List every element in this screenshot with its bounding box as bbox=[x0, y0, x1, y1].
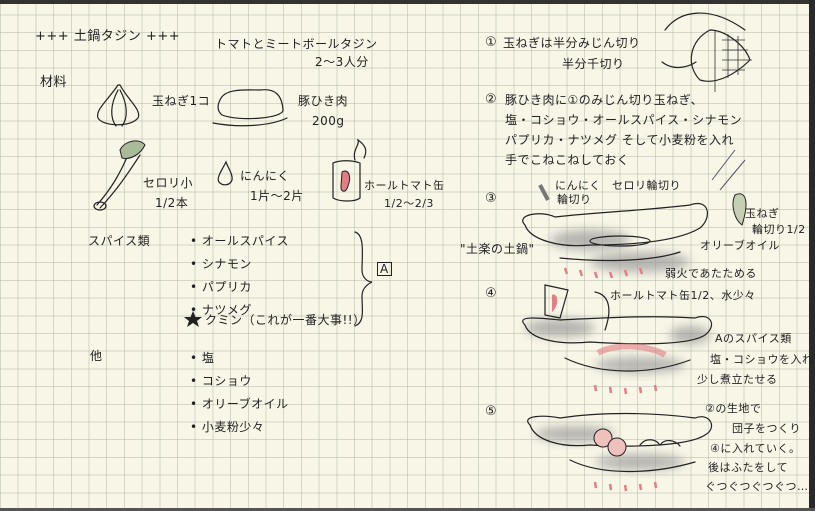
spice-label: パプリカ bbox=[201, 280, 252, 294]
clay-pot-step5 bbox=[527, 412, 713, 492]
tomato-can-sketch bbox=[332, 138, 367, 202]
ground-pork-sketch bbox=[212, 89, 288, 127]
step5-line: ぐつぐつぐつぐつ…… bbox=[705, 480, 815, 493]
ingredient-garlic: にんにく bbox=[240, 169, 290, 183]
celery-sketch bbox=[93, 140, 146, 211]
other-item: • オリーブオイル bbox=[190, 397, 289, 411]
ingredient-tomato-amount: 1/2〜2/3 bbox=[384, 197, 434, 210]
spice-item-cumin: クミン（これが一番大事!!） bbox=[205, 313, 366, 327]
ingredient-tomato: ホールトマト缶 bbox=[364, 179, 445, 192]
page-bottom-edge bbox=[0, 508, 815, 511]
step2-line: 塩・コショウ・オールスパイス・シナモン bbox=[505, 113, 743, 127]
other-label: オリーブオイル bbox=[201, 397, 289, 411]
spice-item: • ナツメグ bbox=[190, 303, 252, 317]
step3-onion: 玉ねぎ bbox=[745, 207, 780, 220]
spice-group-label: A bbox=[377, 262, 392, 276]
step5-number: ⑤ bbox=[485, 404, 498, 419]
other-label: コショウ bbox=[201, 374, 252, 388]
other-item: • 小麦粉少々 bbox=[190, 420, 265, 434]
clay-pot-step4 bbox=[522, 284, 713, 395]
page-top-edge bbox=[0, 0, 815, 4]
onion-sketch bbox=[96, 84, 140, 127]
servings: 2〜3人分 bbox=[315, 55, 369, 69]
step3-heat: 弱火であたためる bbox=[665, 267, 757, 280]
step4-tomato: ホールトマト缶1/2、水少々 bbox=[610, 289, 756, 302]
step4-number: ④ bbox=[485, 286, 498, 301]
ingredient-celery: セロリ小 bbox=[143, 176, 194, 190]
step4-line: 少し煮立たせる bbox=[697, 373, 778, 386]
spice-label: オールスパイス bbox=[201, 234, 290, 248]
ingredients-heading: 材料 bbox=[40, 75, 68, 90]
page-title: +++ 土鍋タジン +++ bbox=[35, 29, 181, 44]
clay-pot-step3 bbox=[522, 149, 747, 279]
step5-line: ④に入れていく。 bbox=[710, 442, 801, 455]
step4-line: 塩・コショウを入れ bbox=[710, 353, 814, 366]
ingredient-pork-amount: 200g bbox=[312, 114, 345, 128]
step1-number: ① bbox=[485, 35, 498, 50]
ingredient-onion: 玉ねぎ1コ bbox=[152, 94, 211, 108]
step2-line: 豚ひき肉に①のみじん切り玉ねぎ、 bbox=[505, 93, 704, 107]
step3-oil: オリーブオイル bbox=[700, 239, 780, 252]
garlic-sketch bbox=[217, 160, 233, 186]
step1-line1: 玉ねぎは半分みじん切り bbox=[503, 36, 641, 50]
spice-item: • パプリカ bbox=[190, 280, 252, 294]
spice-label: ナツメグ bbox=[201, 303, 252, 317]
spice-brace bbox=[354, 231, 373, 327]
other-label: 小麦粉少々 bbox=[201, 420, 265, 434]
spice-label: シナモン bbox=[201, 257, 252, 271]
other-label: 塩 bbox=[201, 351, 215, 365]
step4-line: Aのスパイス類 bbox=[715, 332, 792, 345]
ingredient-celery-amount: 1/2本 bbox=[155, 196, 189, 210]
step1-line2: 半分千切り bbox=[562, 57, 625, 71]
step3-celery: セロリ輪切り bbox=[612, 179, 681, 192]
other-item: • コショウ bbox=[190, 374, 252, 388]
spice-item: • シナモン bbox=[190, 257, 252, 271]
step3-onion-cut: 輪切り1/2 bbox=[752, 223, 806, 236]
spices-heading: スパイス類 bbox=[88, 234, 151, 248]
step5-line: 後はふたをして bbox=[708, 461, 789, 474]
others-heading: 他 bbox=[90, 349, 103, 363]
recipe-name: トマトとミートボールタジン bbox=[215, 37, 378, 51]
star-icon bbox=[184, 311, 202, 327]
step3-garlic-cut: 輪切り bbox=[557, 193, 592, 206]
notebook-binding-edge bbox=[809, 0, 815, 511]
onion-cut-diagram bbox=[661, 12, 752, 92]
other-item: • 塩 bbox=[190, 351, 215, 365]
step2-line: 手でこねこねしておく bbox=[505, 153, 630, 167]
step3-number: ③ bbox=[485, 191, 498, 206]
spice-item: • オールスパイス bbox=[190, 234, 290, 248]
step3-garlic: にんにく bbox=[555, 179, 601, 192]
ingredient-garlic-amount: 1片〜2片 bbox=[250, 189, 304, 203]
step3-pot-label: "土楽の土鍋" bbox=[460, 242, 535, 256]
step5-line: ②の生地で bbox=[705, 402, 762, 415]
ingredient-pork: 豚ひき肉 bbox=[298, 94, 349, 108]
step2-number: ② bbox=[485, 92, 498, 107]
step5-line: 団子をつくり bbox=[732, 422, 801, 435]
step2-line: パプリカ・ナツメグ そして小麦粉を入れ bbox=[505, 133, 734, 147]
